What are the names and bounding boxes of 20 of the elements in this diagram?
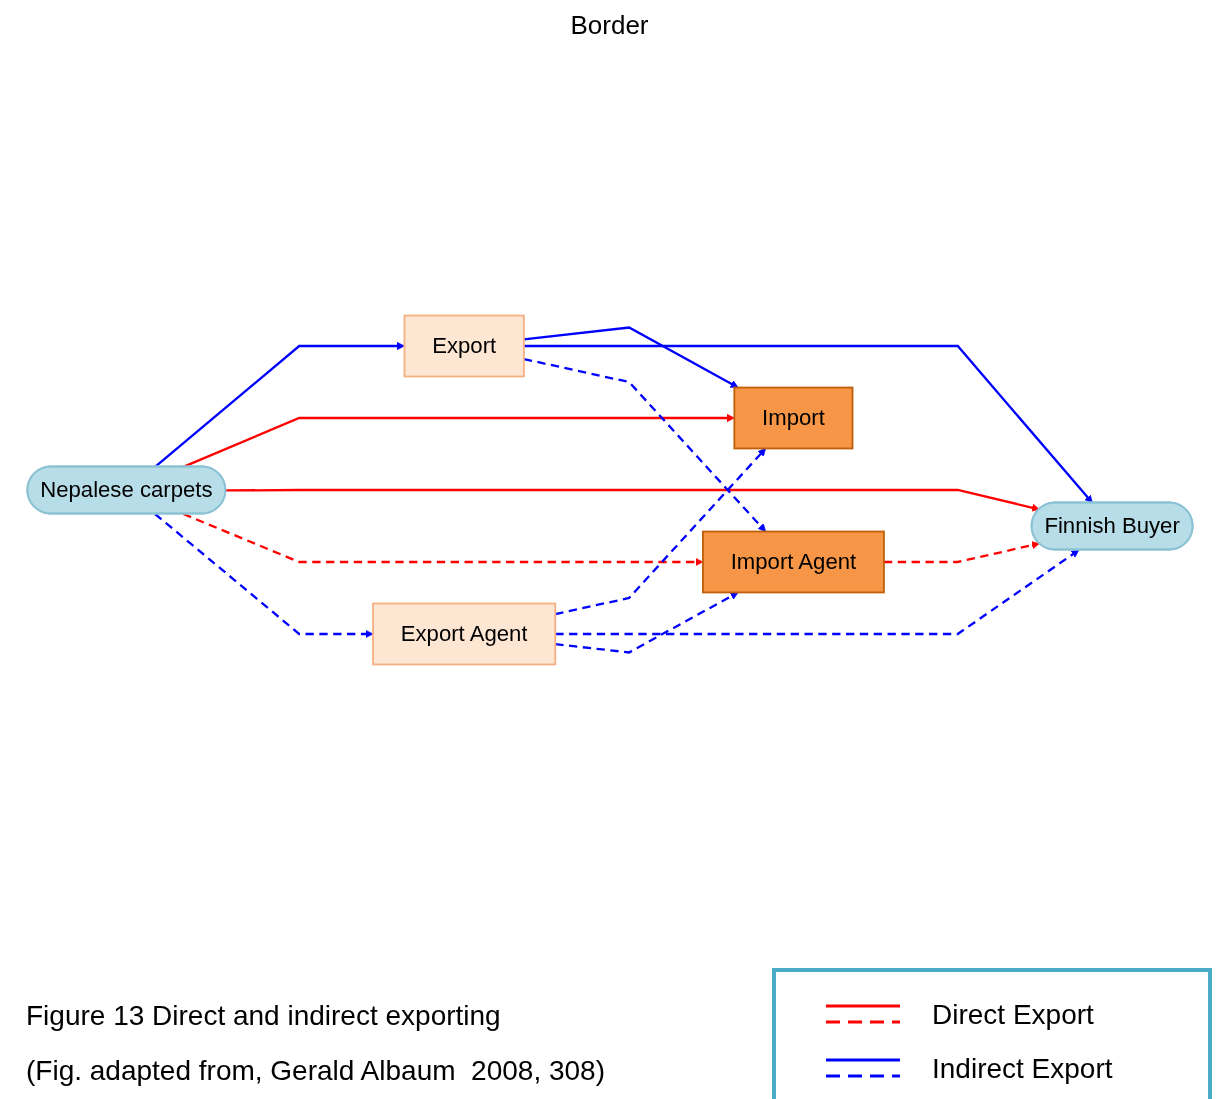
node-box: Export Agent bbox=[372, 602, 557, 666]
border-label: Border bbox=[570, 10, 649, 40]
arrow bbox=[523, 326, 739, 388]
arrow bbox=[883, 541, 1040, 564]
arrow bbox=[555, 592, 739, 654]
arrow bbox=[154, 341, 405, 468]
arrow bbox=[555, 448, 766, 616]
arrow bbox=[154, 513, 374, 639]
arrow bbox=[555, 549, 1080, 636]
arrow bbox=[225, 488, 1040, 512]
source-note: (Fig. adapted from, Gerald Albaum 2008, 308) bbox=[26, 1055, 605, 1087]
arrow bbox=[523, 357, 766, 532]
node-box: Import Agent bbox=[702, 530, 885, 594]
arrow bbox=[523, 344, 1093, 504]
node-box: Export bbox=[403, 314, 525, 378]
legend-text: Indirect Export bbox=[932, 1053, 1113, 1085]
arrow bbox=[182, 413, 735, 468]
figure-caption: Figure 13 Direct and indirect exporting bbox=[26, 1000, 501, 1032]
node-box: Import bbox=[733, 386, 854, 450]
legend-text: Direct Export bbox=[932, 999, 1094, 1031]
